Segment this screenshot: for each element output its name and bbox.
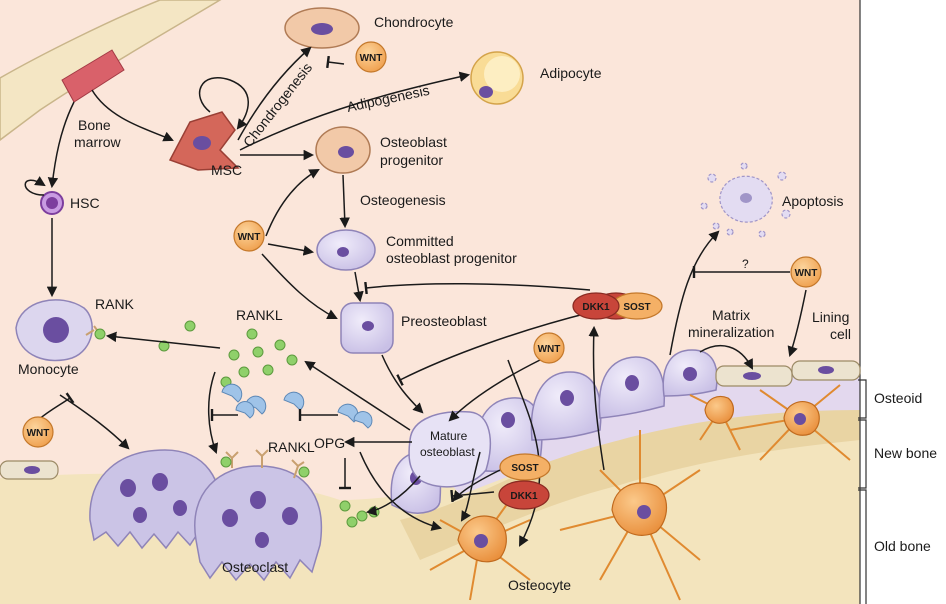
dkk1-badge-bottom: DKK1 [498,480,550,510]
label-osteoclast: Osteoclast [222,559,288,575]
osteocyte-cells [457,395,820,563]
label-adipocyte: Adipocyte [540,65,602,81]
label-mature-1: Mature [430,429,468,443]
msc-cell [168,111,240,171]
rankl-bound-dot [220,456,232,468]
sost-badge-bottom: SOST [499,453,551,481]
wnt-badge-monocyte: WNT [22,416,54,448]
rankl-dots [158,320,380,528]
rankl-bound-dot [298,466,310,478]
osteoblast-cell [598,356,666,419]
osteoblast-cell [662,349,718,397]
wnt-badge-apoptosis: WNT [790,256,822,288]
mature-osteoblast-cell [408,410,492,488]
label-committed-2: osteoblast progenitor [386,250,517,266]
osteocyte-cell [704,395,734,424]
monocyte-cell [15,299,93,362]
wnt-badge-text: WNT [238,232,261,243]
label-committed-1: Committed [386,233,454,249]
dkk1-badge-top-front: DKK1 [572,292,620,320]
label-lining-1: Lining [812,309,849,325]
inhibition-lines [37,55,790,503]
adipocyte-cell [470,51,524,105]
label-apoptosis: Apoptosis [782,193,843,209]
sost-badge-text: SOST [623,302,650,313]
label-msc: MSC [211,162,242,178]
osteoid-layer [440,372,860,495]
osteoblast-cell [530,371,602,441]
preosteoblast-cell [340,302,394,354]
wnt-badge-text: WNT [795,268,818,279]
sost-badge-text: SOST [511,463,538,474]
label-question: ? [742,257,749,271]
label-matrix-1: Matrix [712,307,750,323]
osteoblast-progenitor-cell [315,126,371,174]
label-lining-2: cell [830,326,851,342]
label-new-bone: New bone [874,445,937,461]
lining-cells [0,360,861,480]
label-matrix-2: mineralization [688,324,774,340]
label-rankl-mid: RANKL [268,439,315,455]
label-osteoid: Osteoid [874,390,922,406]
label-chondrocyte: Chondrocyte [374,14,454,30]
dkk1-badge-text: DKK1 [510,491,538,502]
label-bone-marrow-1: Bone [78,117,111,133]
osteoclast-main [194,465,323,582]
label-preosteoblast: Preosteoblast [401,313,487,329]
label-rank: RANK [95,296,135,312]
osteoclast-left [89,449,222,550]
layer-brackets [858,0,867,604]
label-monocyte: Monocyte [18,361,79,377]
wnt-badge-osteo: WNT [233,220,265,252]
rank-receptors [85,325,305,479]
opg-molecules [221,383,373,429]
label-rankl-top: RANKL [236,307,283,323]
label-osteogenesis: Osteogenesis [360,192,446,208]
wnt-badge-text: WNT [360,53,383,64]
label-bone-marrow-2: marrow [74,134,122,150]
label-mature-2: osteoblast [420,445,475,459]
wnt-badge-mature: WNT [533,332,565,364]
bone-marrow-vessel [0,0,222,141]
pathway-arrows [24,46,807,547]
rankl-bound-dot [94,328,106,340]
apoptotic-cell [700,162,791,238]
wnt-badge-chondro: WNT [355,41,387,73]
label-opg: OPG [314,435,345,451]
label-hsc: HSC [70,195,100,211]
dkk1-badge-text: DKK1 [582,302,610,313]
label-osteoblast-progenitor-2: progenitor [380,152,443,168]
label-old-bone: Old bone [874,538,931,554]
hsc-cell [40,191,64,215]
osteoblast-row [390,349,718,514]
wnt-badge-text: WNT [27,428,50,439]
label-osteocyte: Osteocyte [508,577,571,593]
committed-progenitor-cell [316,229,376,271]
chondrocyte-cell [284,7,360,49]
label-osteoblast-progenitor-1: Osteoblast [380,134,447,150]
wnt-badge-text: WNT [538,344,561,355]
